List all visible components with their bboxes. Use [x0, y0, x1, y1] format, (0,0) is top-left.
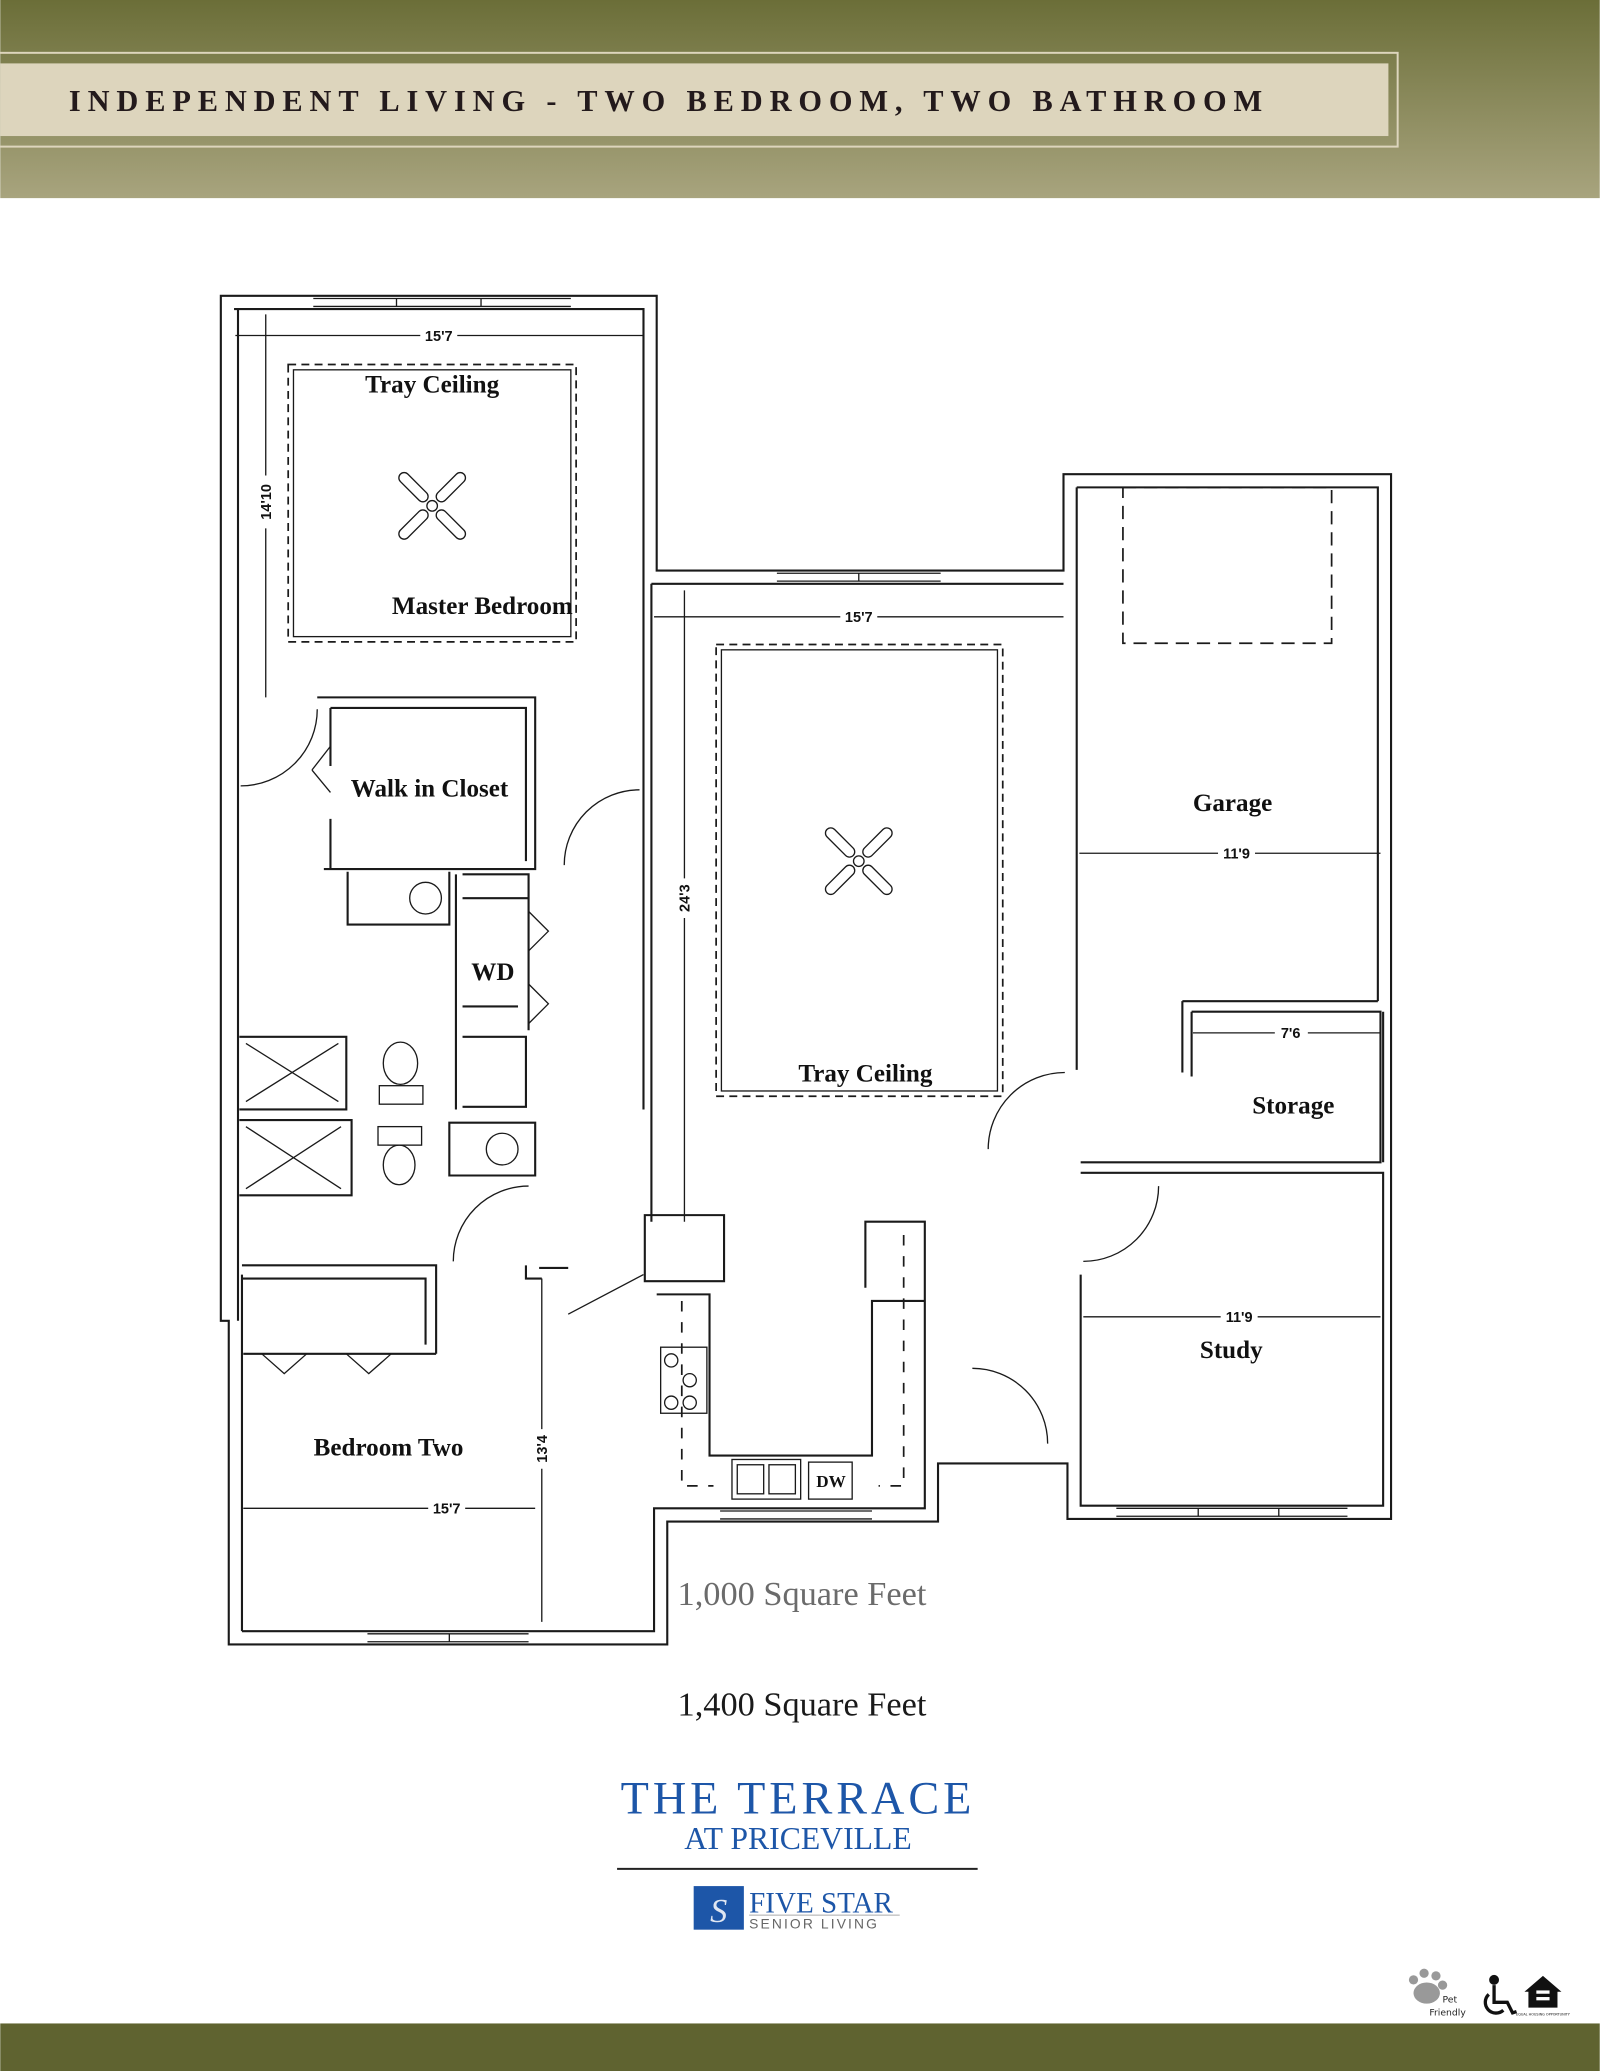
dimension-label: 15'7 — [425, 329, 453, 345]
room-label-garage: Garage — [1193, 790, 1272, 817]
svg-text:Friendly: Friendly — [1429, 2008, 1466, 2019]
pet-friendly-icon: Pet Friendly — [1408, 1968, 1466, 2019]
brand-logo: THE TERRACE AT PRICEVILLE S FIVE STAR SE… — [617, 1772, 978, 1931]
ceiling-fan-icon — [824, 827, 893, 896]
header-band: INDEPENDENT LIVING - TWO BEDROOM, TWO BA… — [0, 0, 1600, 199]
svg-text:Pet: Pet — [1443, 1994, 1458, 2005]
room-label-study: Study — [1200, 1337, 1263, 1364]
room-label-living-tray: Tray Ceiling — [798, 1061, 932, 1088]
svg-text:EQUAL HOUSING OPPORTUNITY: EQUAL HOUSING OPPORTUNITY — [1516, 2013, 1571, 2017]
floorplan — [219, 294, 1393, 1646]
square-feet-1000: 1,000 Square Feet — [678, 1575, 927, 1613]
company-name: FIVE STAR — [749, 1888, 893, 1920]
brand-location: AT PRICEVILLE — [684, 1821, 911, 1856]
five-star-logo-mark — [693, 1886, 744, 1930]
dishwasher-label: DW — [816, 1472, 846, 1491]
room-label-master-tray: Tray Ceiling — [365, 371, 499, 398]
dimension-label: 14'10 — [259, 484, 275, 520]
dimension-label: 24'3 — [678, 884, 694, 912]
dimension-label: 11'9 — [1226, 1310, 1253, 1326]
room-label-bedroom-two: Bedroom Two — [314, 1435, 464, 1462]
room-label-walk-in-closet: Walk in Closet — [351, 775, 509, 802]
dimension-label: 15'7 — [845, 610, 873, 626]
svg-text:S: S — [710, 1892, 727, 1930]
room-label-master-bedroom: Master Bedroom — [392, 593, 573, 620]
room-label-laundry: WD — [471, 959, 514, 986]
dimension-label: 11'9 — [1223, 847, 1250, 863]
brand-name: THE TERRACE — [621, 1772, 976, 1823]
page-title: INDEPENDENT LIVING - TWO BEDROOM, TWO BA… — [69, 84, 1269, 118]
wheelchair-accessible-icon — [1483, 1974, 1518, 2015]
square-feet-1400: 1,400 Square Feet — [678, 1686, 927, 1724]
room-label-storage: Storage — [1252, 1092, 1334, 1119]
equal-housing-icon: EQUAL HOUSING OPPORTUNITY — [1516, 1975, 1571, 2017]
ceiling-fan-icon — [398, 471, 467, 540]
footer-band — [0, 2023, 1600, 2071]
dimension-label: 13'4 — [535, 1435, 551, 1463]
company-tagline: SENIOR LIVING — [749, 1915, 879, 1931]
dimension-label: 15'7 — [433, 1502, 461, 1518]
dimension-label: 7'6 — [1281, 1026, 1301, 1042]
